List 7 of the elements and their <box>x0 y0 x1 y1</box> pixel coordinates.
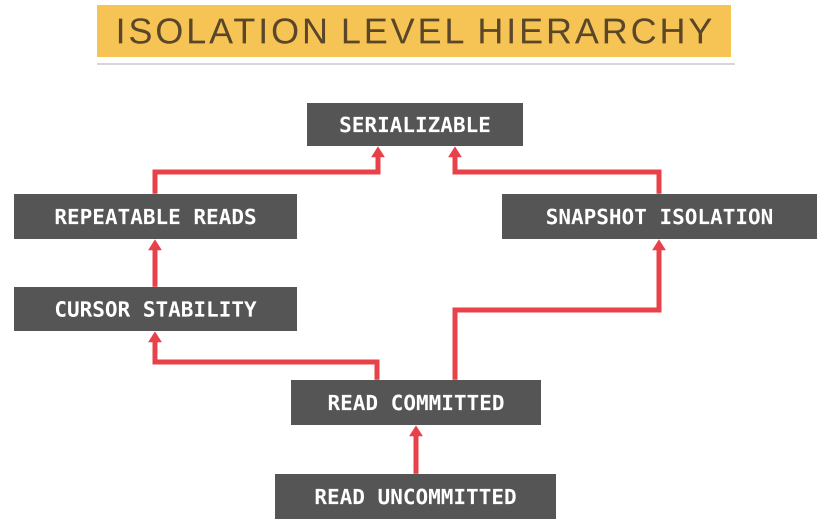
level-box: SNAPSHOT ISOLATION <box>502 194 817 239</box>
level-box: READ UNCOMMITTED <box>275 474 556 519</box>
level-box: READ COMMITTED <box>291 380 541 425</box>
level-box: CURSOR STABILITY <box>14 287 297 331</box>
level-box: REPEATABLE READS <box>14 194 297 239</box>
title: ISOLATION LEVEL HIERARCHY <box>118 18 712 44</box>
level-box: SERIALIZABLE <box>307 103 523 146</box>
